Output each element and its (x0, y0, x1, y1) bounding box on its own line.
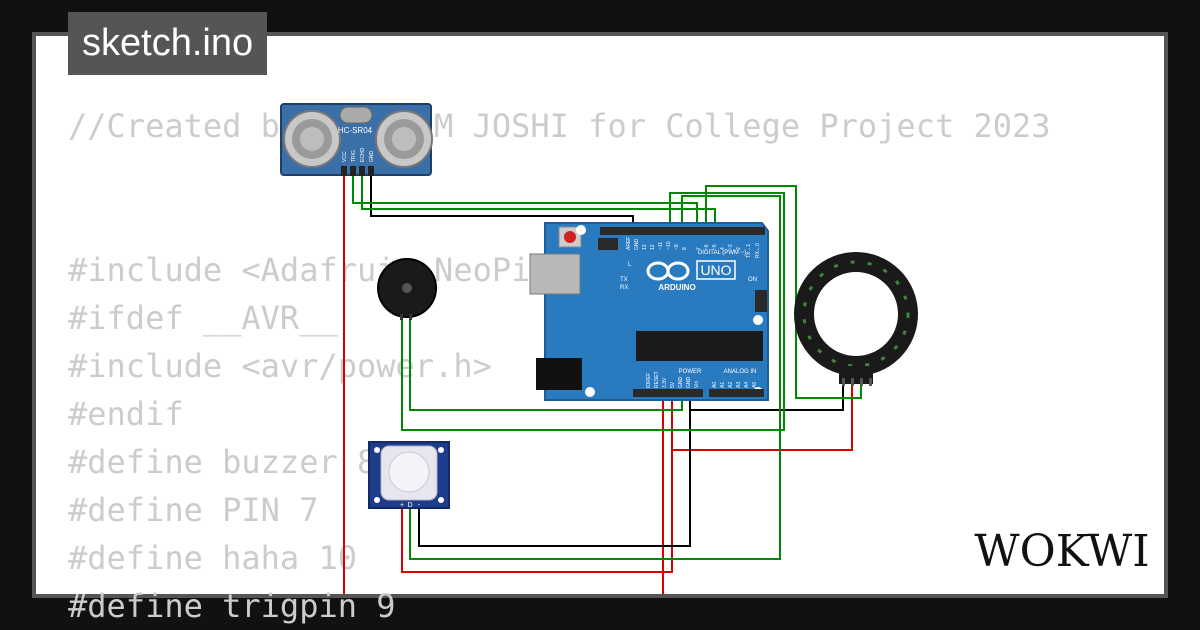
code-line: #ifdef __AVR__ (68, 299, 338, 337)
power-pin-label: 5V (670, 381, 676, 388)
wire-ring-data (705, 185, 862, 399)
pir-pin-label: D (407, 502, 412, 509)
ultrasonic-pin-label: VCC (342, 151, 348, 162)
arduino-model-label: UNO (700, 262, 731, 278)
digital-pin-label: ~10 (666, 241, 672, 250)
analog-pin-label: A2 (728, 382, 734, 388)
digital-pin-label: ~9 (674, 244, 680, 250)
digital-pin-label: TX→1 (746, 244, 752, 258)
tx-label: TX (620, 277, 628, 283)
digital-pin-label: ~11 (658, 242, 664, 250)
code-line: #define trigpin 9 (68, 587, 396, 625)
buzzer[interactable] (377, 258, 437, 320)
code-line: #define haha 10 (68, 539, 357, 577)
code-line: #define PIN 7 (68, 491, 319, 529)
code-line: #include <avr/power.h> (68, 347, 492, 385)
digital-pin-label: ~5 (712, 244, 718, 250)
power-pin-label: Vin (694, 381, 700, 388)
wire-pir-signal (409, 195, 781, 560)
arduino-logo-icon (646, 261, 690, 281)
neopixel-ring[interactable] (794, 252, 918, 386)
analog-header-label: ANALOG IN (724, 369, 757, 375)
on-label: ON (748, 277, 757, 283)
wire-ultrasonic-trig (352, 170, 698, 232)
ultrasonic-sensor[interactable]: HC-SR04 VCC TRIG ECHO GND (280, 103, 433, 176)
file-tab[interactable]: sketch.ino (68, 12, 268, 75)
code-line: #endif (68, 395, 184, 433)
digital-pin-label: 7 (696, 247, 702, 250)
analog-pin-label: A4 (744, 382, 750, 388)
digital-pin-label: RX←0 (755, 243, 761, 258)
wokwi-logo-text: WOKWI (974, 526, 1149, 577)
power-pin-label: GND (686, 377, 692, 389)
power-pin-label: GND (678, 377, 684, 389)
analog-pin-label: A3 (736, 382, 742, 388)
digital-pin-label: ~6 (704, 244, 710, 250)
digital-pin-label: ~3 (728, 244, 734, 250)
ultrasonic-pin-label: GND (369, 151, 375, 163)
pir-pin-label: + (400, 502, 404, 509)
digital-pin-label: 4 (720, 247, 726, 250)
analog-pin-label: A1 (720, 382, 726, 388)
power-pin-label: 3.3V (662, 377, 668, 388)
led-l-label: L (628, 262, 632, 268)
wire-pir-vcc (401, 392, 673, 573)
pir-sensor[interactable]: + D - (368, 441, 450, 509)
analog-pin-label: A0 (712, 382, 718, 388)
digital-pin-label: 8 (682, 247, 688, 250)
arduino-uno[interactable]: ARDUINO UNO DIGITAL (PWM ~) L TX RX ON P… (529, 222, 769, 401)
arduino-brand-label: ARDUINO (658, 283, 695, 292)
digital-pin-label: 12 (650, 244, 656, 250)
wire-ring-vcc (671, 384, 853, 451)
digital-header-label: DIGITAL (PWM ~) (698, 250, 746, 256)
rx-label: RX (620, 285, 628, 291)
analog-pin-label: A5 (752, 382, 758, 388)
power-header-label: POWER (679, 369, 702, 375)
wokwi-logo: WOKWI (974, 526, 1149, 577)
wire-buzzer-ground (401, 192, 785, 431)
wire-pir-gnd (418, 392, 691, 547)
pir-pin-label: - (418, 502, 421, 509)
file-tab-label: sketch.ino (82, 22, 254, 64)
wire-ultrasonic-echo (361, 170, 716, 232)
digital-pin-label: GND (634, 239, 640, 251)
ultrasonic-model-label: HC-SR04 (338, 126, 373, 135)
digital-pin-label: 2 (736, 247, 742, 250)
digital-pin-label: 13 (642, 244, 648, 250)
power-pin-label: RESET (654, 371, 660, 388)
power-pin-label: IOREF (646, 373, 652, 388)
wires (343, 170, 862, 594)
digital-pin-label: AREF (626, 237, 632, 250)
ultrasonic-pin-label: TRIG (351, 150, 357, 162)
ultrasonic-pin-label: ECHO (360, 147, 366, 162)
